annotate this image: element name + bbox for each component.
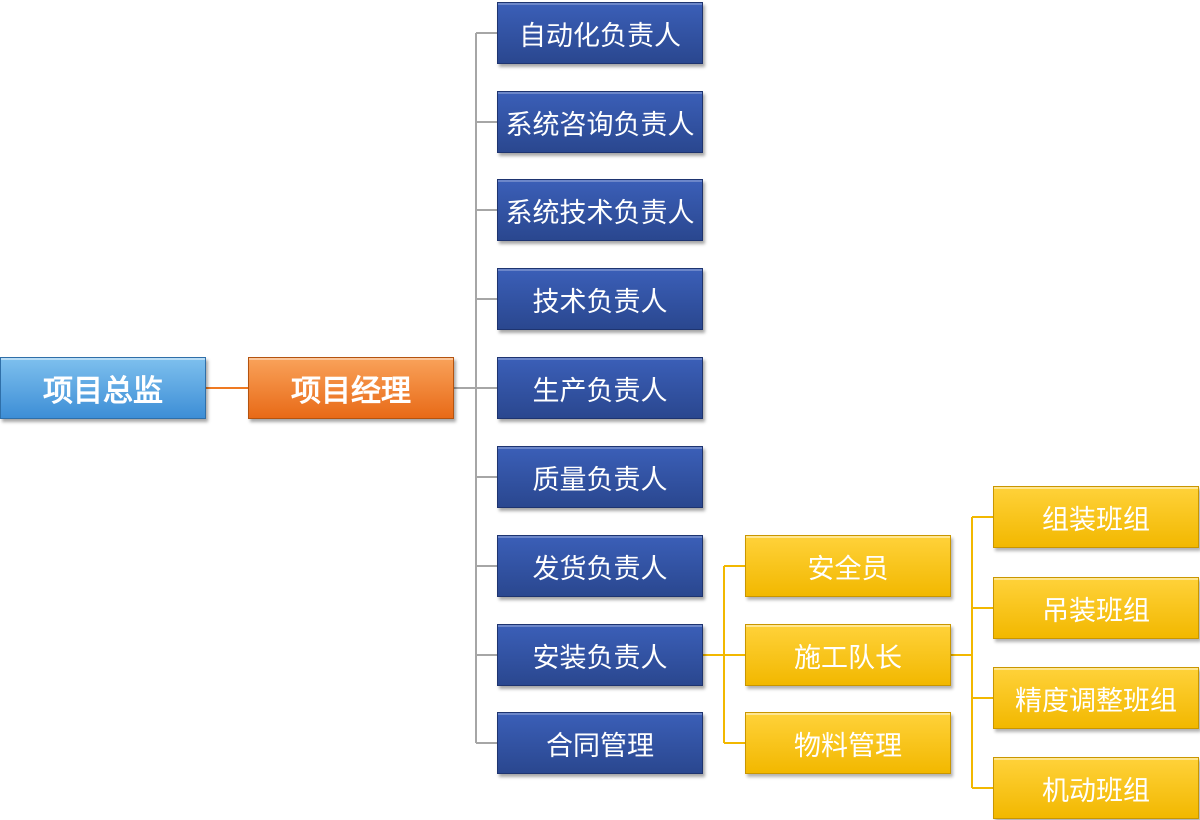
node-label: 项目总监: [43, 374, 163, 409]
node-lead-installation: 安装负责人: [497, 624, 703, 686]
node-label: 发货负责人: [532, 553, 668, 585]
node-team-precision: 精度调整班组: [993, 667, 1199, 729]
node-material-management: 物料管理: [745, 712, 951, 774]
node-label: 施工队长: [794, 642, 902, 674]
node-label: 机动班组: [1042, 775, 1150, 807]
node-lead-quality: 质量负责人: [497, 446, 703, 508]
node-label: 系统咨询负责人: [505, 109, 695, 141]
node-lead-system-tech: 系统技术负责人: [497, 179, 703, 241]
node-team-mobile: 机动班组: [993, 757, 1199, 819]
node-label: 精度调整班组: [1015, 685, 1177, 717]
node-label: 自动化负责人: [519, 20, 681, 52]
node-lead-production: 生产负责人: [497, 357, 703, 419]
node-label: 合同管理: [546, 730, 654, 762]
node-label: 组装班组: [1042, 504, 1150, 536]
node-lead-consulting: 系统咨询负责人: [497, 91, 703, 153]
node-team-assembly: 组装班组: [993, 486, 1199, 548]
node-label: 安全员: [807, 553, 889, 585]
node-project-manager: 项目经理: [248, 357, 454, 419]
node-label: 质量负责人: [532, 464, 668, 496]
node-safety-officer: 安全员: [745, 535, 951, 597]
node-team-hoisting: 吊装班组: [993, 577, 1199, 639]
node-label: 生产负责人: [532, 375, 668, 407]
node-label: 吊装班组: [1042, 595, 1150, 627]
node-label: 技术负责人: [532, 286, 668, 318]
node-lead-tech: 技术负责人: [497, 268, 703, 330]
node-label: 物料管理: [794, 730, 902, 762]
node-label: 系统技术负责人: [505, 197, 695, 229]
node-lead-automation: 自动化负责人: [497, 2, 703, 64]
node-contract-management: 合同管理: [497, 712, 703, 774]
node-label: 项目经理: [291, 374, 411, 409]
node-label: 安装负责人: [532, 642, 668, 674]
node-project-director: 项目总监: [0, 357, 206, 419]
node-construction-captain: 施工队长: [745, 624, 951, 686]
node-lead-shipping: 发货负责人: [497, 535, 703, 597]
